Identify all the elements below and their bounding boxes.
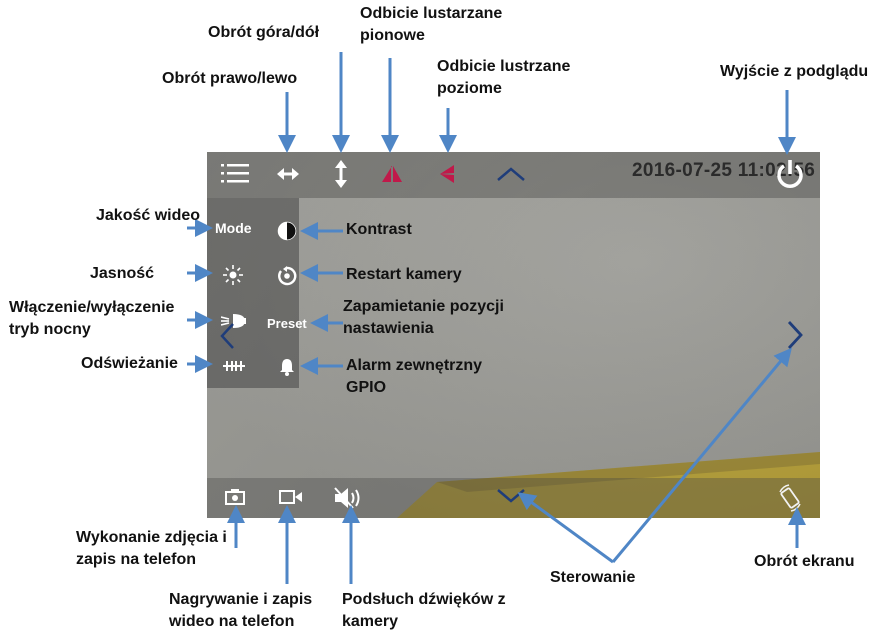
rotate-horizontal-icon[interactable] (277, 165, 299, 183)
label-camera-restart: Restart kamery (346, 266, 462, 283)
label-exit-preview: Wyjście z podglądu (720, 63, 869, 80)
bottom-toolbar (207, 478, 820, 518)
label-snapshot: Wykonanie zdjęcia i zapis na telefon (76, 529, 227, 568)
chevron-right-icon[interactable] (787, 320, 803, 350)
refresh-icon[interactable] (223, 360, 245, 372)
screen-rotate-icon[interactable] (777, 484, 803, 512)
camera-preview: 2016-07-25 11:02:56 Mode (207, 152, 820, 518)
chevron-up-icon[interactable] (496, 166, 526, 182)
mode-button[interactable]: Mode (215, 220, 252, 236)
top-toolbar: 2016-07-25 11:02:56 (207, 152, 820, 198)
label-screen-rotate: Obrót ekranu (754, 553, 855, 570)
label-refresh: Odświeżanie (81, 355, 178, 372)
camera-icon[interactable] (225, 489, 245, 505)
label-mirror-vertical: Odbicie lustarzane pionowe (360, 5, 503, 44)
label-night-mode: Włączenie/wyłączenie tryb nocny (9, 299, 175, 338)
side-panel: Mode Preset (207, 198, 307, 388)
mirror-vertical-icon[interactable] (382, 166, 402, 182)
label-preset: Zapamietanie pozycji nastawienia (343, 298, 504, 337)
label-listen: Podsłuch dźwięków z kamery (342, 591, 506, 630)
chevron-left-icon[interactable] (219, 322, 235, 350)
menu-icon[interactable] (221, 160, 249, 188)
contrast-icon[interactable] (277, 221, 297, 241)
label-control: Sterowanie (550, 569, 636, 586)
label-alarm-gpio: Alarm zewnętrzny GPIO (346, 357, 483, 396)
rotate-vertical-icon[interactable] (334, 160, 348, 188)
label-video-quality: Jakość wideo (96, 207, 201, 224)
preset-button[interactable]: Preset (267, 316, 307, 331)
restart-icon[interactable] (277, 266, 297, 286)
label-rotate-lr: Obrót prawo/lewo (162, 70, 298, 87)
mirror-horizontal-icon[interactable] (440, 165, 454, 183)
label-rotate-ud: Obrót góra/dół (208, 24, 320, 41)
timestamp: 2016-07-25 11:02:56 (632, 160, 816, 181)
power-icon[interactable] (775, 160, 805, 190)
label-record: Nagrywanie i zapis wideo na telefon (169, 591, 313, 630)
brightness-icon[interactable] (223, 265, 243, 285)
label-brightness: Jasność (90, 265, 155, 282)
speaker-icon[interactable] (333, 486, 363, 510)
chevron-down-icon[interactable] (496, 488, 526, 504)
label-mirror-horizontal: Odbicie lustrzane poziome (437, 58, 571, 97)
bell-icon[interactable] (279, 358, 295, 376)
video-camera-icon[interactable] (279, 490, 303, 504)
label-contrast: Kontrast (346, 221, 412, 238)
night-mode-icon[interactable] (221, 312, 247, 330)
